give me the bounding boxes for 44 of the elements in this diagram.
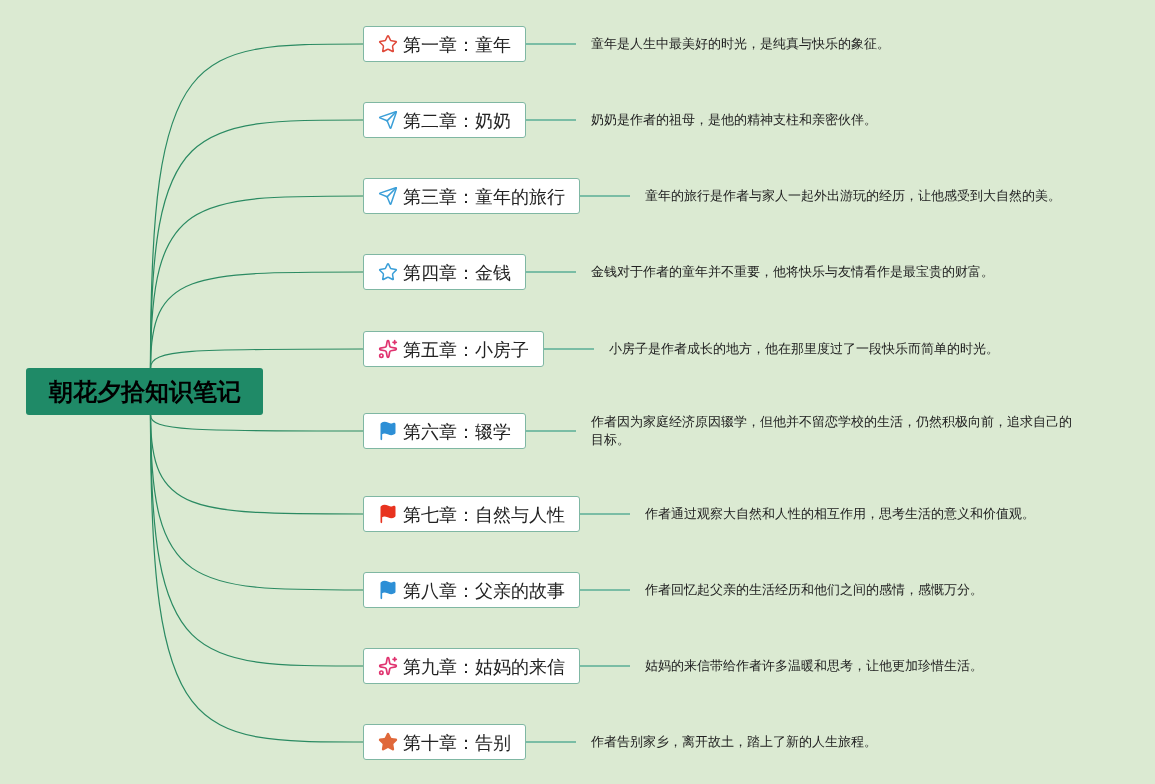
chapter-title: 第二章：奶奶	[403, 108, 511, 133]
note-text: 童年的旅行是作者与家人一起外出游玩的经历，让他感受到大自然的美。	[630, 187, 1061, 205]
note-text: 奶奶是作者的祖母，是他的精神支柱和亲密伙伴。	[576, 111, 877, 129]
chapter-title: 第一章：童年	[403, 32, 511, 57]
note-text: 作者告别家乡，离开故土，踏上了新的人生旅程。	[576, 733, 877, 751]
note-text: 作者通过观察大自然和人性的相互作用，思考生活的意义和价值观。	[630, 505, 1035, 523]
note-text: 童年是人生中最美好的时光，是纯真与快乐的象征。	[576, 35, 890, 53]
connector-line	[525, 741, 577, 743]
chapter-box	[363, 648, 580, 684]
connector-line	[149, 348, 364, 369]
connector-line	[525, 271, 577, 273]
chapter-box	[363, 413, 526, 449]
connector-line	[525, 119, 577, 121]
central-topic-box: 朝花夕拾知识笔记	[26, 368, 263, 415]
chapter-title: 第七章：自然与人性	[403, 502, 565, 527]
connector-line	[579, 589, 631, 591]
note-text: 金钱对于作者的童年并不重要，他将快乐与友情看作是最宝贵的财富。	[576, 263, 994, 281]
chapter-box	[363, 572, 580, 608]
connector-line	[543, 348, 595, 350]
chapter-box	[363, 26, 526, 62]
note-text: 作者因为家庭经济原因辍学，但他并不留恋学校的生活，仍然积极向前，追求自己的目标。	[576, 413, 1081, 449]
connector-line	[525, 430, 577, 432]
chapter-title: 第三章：童年的旅行	[403, 184, 565, 209]
connector-line	[579, 665, 631, 667]
chapter-title: 第五章：小房子	[403, 337, 529, 362]
note-text: 小房子是作者成长的地方，他在那里度过了一段快乐而简单的时光。	[594, 340, 999, 358]
chapter-title: 第四章：金钱	[403, 260, 511, 285]
chapter-box	[363, 496, 580, 532]
connector-line	[149, 414, 364, 432]
note-text: 作者回忆起父亲的生活经历和他们之间的感情，感慨万分。	[630, 581, 983, 599]
chapter-box	[363, 331, 544, 367]
chapter-title: 第八章：父亲的故事	[403, 578, 565, 603]
chapter-box	[363, 254, 526, 290]
chapter-title: 第十章：告别	[403, 730, 511, 755]
chapter-title: 第九章：姑妈的来信	[403, 654, 565, 679]
connector-line	[525, 43, 577, 45]
chapter-title: 第六章：辍学	[403, 419, 511, 444]
connector-line	[579, 513, 631, 515]
connector-line	[149, 414, 364, 743]
chapter-box	[363, 724, 526, 760]
connector-line	[579, 195, 631, 197]
chapter-box	[363, 178, 580, 214]
chapter-box	[363, 102, 526, 138]
note-text: 姑妈的来信带给作者许多温暖和思考，让他更加珍惜生活。	[630, 657, 983, 675]
